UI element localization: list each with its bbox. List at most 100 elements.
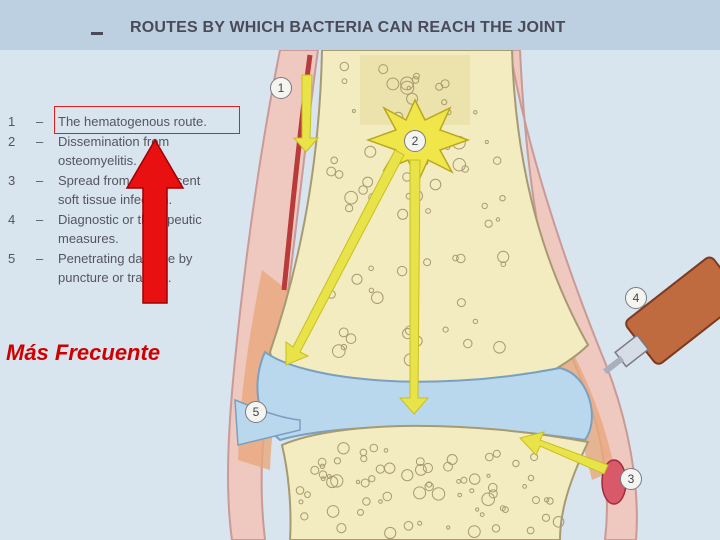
highlight-box — [54, 106, 240, 134]
bone-pore — [415, 457, 425, 467]
bone-pore — [500, 261, 507, 268]
bone-pore — [467, 525, 481, 538]
legend-item-3: 3–Spread from an adjacent — [8, 171, 233, 191]
bone-pore — [371, 291, 384, 305]
bone-pore — [473, 110, 478, 115]
bone-pore — [320, 476, 326, 482]
bone-pore — [345, 333, 357, 345]
bone-pore — [304, 491, 311, 499]
bone-pore — [456, 479, 462, 484]
legend-dash — [36, 268, 58, 288]
bone-pore — [541, 513, 551, 522]
bone-pore — [338, 327, 349, 338]
legend-item-1: 1–The hematogenous route. — [8, 112, 233, 132]
bone-pore — [360, 455, 368, 463]
bone-pore — [479, 512, 485, 517]
bone-pore — [488, 489, 498, 499]
bone-pore — [378, 499, 383, 504]
bone-pore — [344, 190, 358, 205]
bone-pore — [401, 469, 414, 482]
bone-pore — [463, 338, 473, 349]
bone-pore — [382, 491, 393, 502]
callout-1: 1 — [270, 77, 292, 99]
bone-pore — [481, 202, 488, 210]
bone-pore — [441, 99, 448, 106]
bone-pore — [384, 526, 397, 540]
bone-pore — [332, 344, 346, 358]
title-dash — [91, 32, 103, 35]
bone-pore — [417, 520, 423, 526]
bone-pore — [493, 156, 502, 165]
route-arrow-1 — [292, 74, 320, 153]
legend-dash: – — [36, 250, 44, 266]
bone-pore — [475, 507, 480, 512]
legend-number — [8, 268, 36, 288]
bone-pore — [424, 481, 434, 492]
bone-pore — [472, 318, 479, 325]
bone-pore — [435, 82, 444, 91]
legend-text: osteomyelitis. — [58, 153, 137, 168]
legend-list: 1–The hematogenous route.2–Dissemination… — [8, 112, 233, 288]
bone-pore — [298, 499, 304, 505]
bone-pore — [317, 457, 327, 467]
bone-pore — [456, 253, 466, 264]
bone-pore — [340, 343, 348, 351]
bone-pore — [481, 492, 496, 507]
bone-pore — [333, 457, 341, 465]
bone-pore — [423, 258, 432, 267]
bone-pore — [300, 512, 309, 521]
bone-pore — [375, 464, 385, 474]
caption-mas-frecuente: Más Frecuente — [6, 340, 161, 365]
bone-pore — [452, 254, 459, 262]
bone-pore — [400, 76, 414, 91]
bone-pore — [413, 486, 427, 500]
callout-2: 2 — [404, 130, 426, 152]
bone-pore — [406, 92, 419, 105]
bone-pore — [355, 479, 361, 485]
bone-pore — [491, 524, 501, 533]
bone-pore — [368, 287, 375, 293]
legend-item-4: 4–Diagnostic or therapeutic — [8, 210, 233, 230]
callout-3: 3 — [620, 468, 642, 490]
bone-pore — [425, 208, 432, 214]
legend-text: The hematogenous route. — [58, 114, 207, 129]
title-bar: ROUTES BY WHICH BACTERIA CAN REACH THE J… — [0, 0, 720, 50]
bone-pore — [358, 185, 368, 195]
bone-pore — [336, 523, 347, 534]
bone-pore — [446, 525, 451, 530]
legend-dash: – — [36, 114, 44, 129]
bone-pore — [360, 478, 370, 488]
bone-pore — [502, 506, 509, 514]
bone-pore — [357, 508, 364, 516]
bone-pore — [456, 298, 466, 308]
legend-dash — [36, 190, 58, 210]
bone-pore — [469, 473, 481, 485]
legend-item-5-line-2: puncture or trauma. — [8, 268, 233, 288]
diagram-title: ROUTES BY WHICH BACTERIA CAN REACH THE J… — [130, 19, 566, 36]
legend-number — [8, 151, 36, 171]
bone-pore — [415, 464, 427, 476]
bone-pore — [383, 448, 389, 453]
bone-pore — [499, 505, 506, 512]
bone-pore — [486, 473, 491, 478]
bone-pore — [452, 158, 466, 172]
bone-pore — [334, 170, 344, 179]
callout-5: 5 — [245, 401, 267, 423]
bone-pore — [526, 526, 535, 535]
bone-pore — [429, 178, 442, 191]
legend-item-4-line-2: measures. — [8, 229, 233, 249]
bone-pore — [337, 442, 350, 455]
bone-pore — [484, 219, 493, 228]
bone-pore — [493, 341, 506, 354]
bone-pore — [522, 484, 527, 489]
legend-number — [8, 190, 36, 210]
bone-pore — [386, 77, 400, 91]
bone-pore — [413, 72, 420, 80]
bone-pore — [431, 487, 446, 501]
bone-pore — [351, 273, 363, 285]
bone-pore — [396, 265, 408, 277]
bone-pore — [326, 474, 332, 479]
legend-text: Dissemination from — [58, 133, 170, 149]
